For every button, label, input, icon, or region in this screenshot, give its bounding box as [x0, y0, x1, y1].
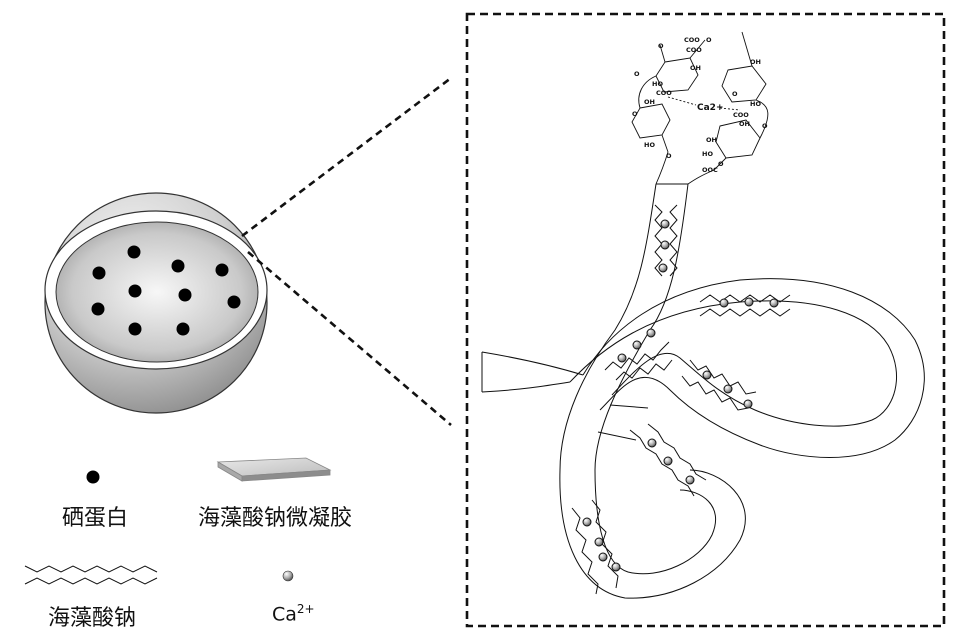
group-label-o: O	[706, 36, 712, 44]
chain-backbone-left	[655, 151, 669, 185]
ribbon-tail-edge-top	[481, 351, 584, 376]
calcium-ion	[743, 399, 753, 409]
calcium-ion	[594, 537, 604, 547]
crosslink-motif	[604, 328, 673, 381]
selenoprotein-dot	[227, 295, 241, 309]
sphere-core	[55, 221, 259, 363]
legend-label-selenoprotein: 硒蛋白	[62, 506, 129, 531]
calcium-ion	[660, 240, 670, 250]
sugar-ring-left-bottom	[631, 103, 671, 153]
group-label-o: O	[658, 42, 664, 50]
ribbon-tail-edge-bottom	[481, 381, 571, 393]
group-label-ho: HO	[644, 141, 655, 149]
calcium-ion	[719, 298, 729, 308]
chain-link	[755, 99, 769, 139]
group-label-oh: OH	[706, 136, 717, 144]
calcium-ion	[702, 370, 712, 380]
group-label-ho: HO	[750, 100, 761, 108]
calcium-ion	[663, 456, 673, 466]
legend-label-alginate-gel: 海藻酸钠微凝胶	[198, 506, 353, 531]
group-label-oh: OH	[644, 98, 655, 106]
group-label-coo: COO	[684, 36, 700, 44]
legend-alginate-zigzag-icon	[24, 565, 158, 585]
calcium-ion	[617, 353, 627, 363]
calcium-ion	[582, 517, 592, 527]
group-label-ooc: OOC	[702, 166, 718, 174]
calcium-symbol: Ca	[272, 603, 297, 626]
egg-box-structure	[631, 31, 769, 185]
calcium-ion	[744, 297, 754, 307]
selenoprotein-dot	[127, 245, 141, 259]
group-label-coo: COO	[686, 46, 702, 54]
selenoprotein-dot	[178, 288, 192, 302]
calcium-ion	[723, 384, 733, 394]
group-label-coo: COO	[733, 111, 749, 119]
zoom-line-upper	[241, 76, 452, 238]
calcium-charge: 2+	[296, 602, 315, 616]
group-label-o: O	[732, 90, 738, 98]
ionic-bond	[719, 107, 741, 111]
group-label-o: O	[632, 110, 638, 118]
sugar-ring-right-top	[721, 31, 767, 103]
egg-box-labels: Ca2+ COO COO OH OH OH OH OH HO HO HO HO …	[632, 36, 768, 174]
calcium-ion	[658, 263, 668, 273]
legend-label-alginate: 海藻酸钠	[48, 606, 137, 631]
legend-calcium-icon	[282, 570, 294, 582]
crosslink-motif	[654, 204, 678, 277]
group-label-oh: OH	[739, 120, 750, 128]
zoom-lines	[241, 76, 452, 426]
crosslink-motif	[699, 294, 791, 317]
group-label-oh: OH	[750, 58, 761, 66]
chain-link	[638, 75, 657, 109]
crosslink-motif	[571, 499, 621, 595]
crosslink-motif	[681, 359, 757, 411]
group-label-o: O	[634, 70, 640, 78]
zoom-line-lower	[247, 251, 452, 426]
selenoprotein-dot	[128, 284, 142, 298]
selenoprotein-dot	[91, 302, 105, 316]
legend-label-calcium: Ca2+	[272, 602, 315, 625]
ribbon-loop-outer	[559, 183, 746, 599]
calcium-ion	[611, 562, 621, 572]
ribbon-loop-inner	[594, 183, 717, 575]
group-label-oh: OH	[690, 64, 701, 72]
legend	[24, 457, 332, 585]
ribbon-big-loop-outer	[582, 278, 925, 458]
calcium-ion	[646, 328, 656, 338]
calcium-ion	[660, 219, 670, 229]
group-label-o: O	[718, 160, 724, 168]
zoom-box	[465, 12, 946, 628]
selenoprotein-dot	[128, 322, 142, 336]
calcium-ion	[685, 475, 695, 485]
selenoprotein-dot	[176, 322, 190, 336]
crosslink-motif	[629, 423, 707, 497]
selenoprotein-dots	[91, 245, 241, 336]
legend-gel-slab-icon	[216, 457, 332, 482]
calcium-ion	[632, 340, 642, 350]
calcium-ion	[769, 298, 779, 308]
alginate-ribbon	[481, 183, 925, 599]
crosslink-motifs	[571, 204, 791, 595]
group-label-o: O	[666, 152, 672, 160]
chain-backbone-right	[687, 169, 715, 185]
ion-label: Ca2+	[697, 103, 723, 113]
sugar-ring-right-bottom	[713, 119, 761, 171]
selenoprotein-dot	[215, 263, 229, 277]
ribbon-big-loop-inner	[569, 300, 897, 427]
ribbon-cut-line	[609, 404, 649, 409]
calcium-ion	[598, 552, 608, 562]
group-label-o: O	[762, 122, 768, 130]
calcium-ion	[647, 438, 657, 448]
selenoprotein-dot	[92, 266, 106, 280]
microgel-sphere	[44, 192, 268, 414]
legend-selenoprotein-icon	[86, 470, 100, 484]
group-label-coo: COO	[656, 89, 672, 97]
ribbon-cut-line	[597, 431, 637, 441]
group-label-ho: HO	[652, 80, 663, 88]
ionic-bond	[667, 96, 697, 106]
selenoprotein-dot	[171, 259, 185, 273]
group-label-ho: HO	[702, 150, 713, 158]
